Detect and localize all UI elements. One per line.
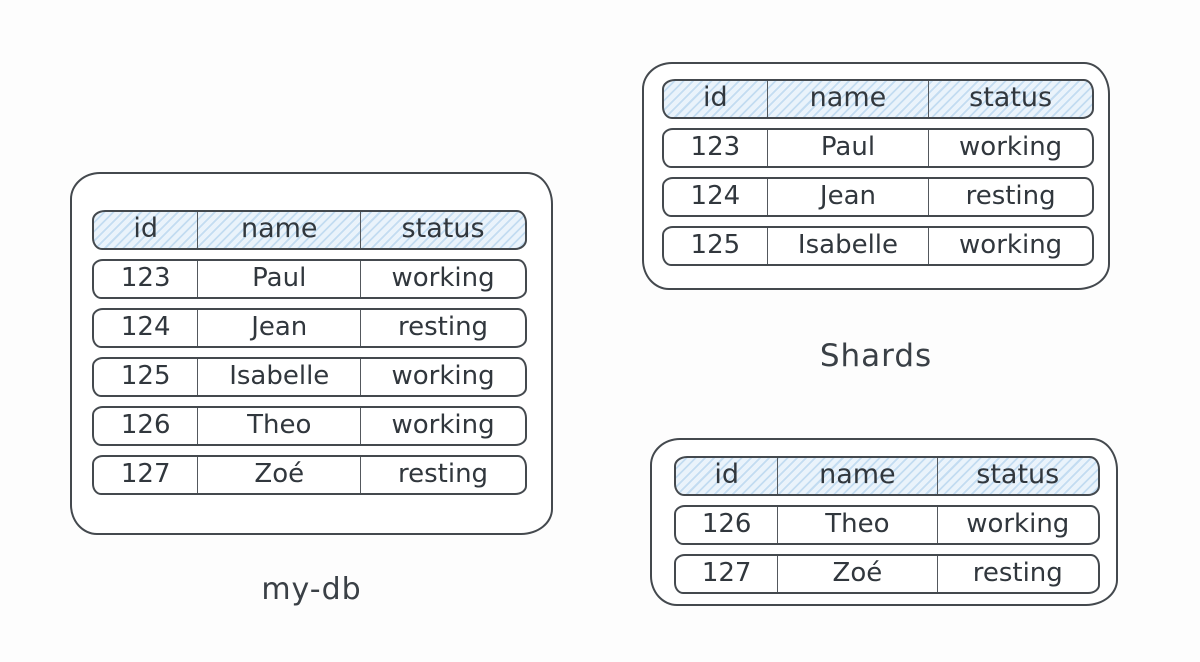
cell-status: working [959, 229, 1063, 260]
table-row: 127 Zoé resting [92, 455, 527, 495]
header-cell-status: status [969, 82, 1053, 113]
shard-table-1: id name status 123 Paul working 124 Jean… [642, 62, 1110, 290]
shards-label: Shards [819, 338, 933, 374]
cell-id: 124 [94, 310, 199, 346]
table-header: id name status [92, 210, 527, 250]
cell-status: working [391, 409, 495, 440]
cell-status: working [391, 360, 495, 391]
cell-id: 127 [676, 556, 779, 592]
cell-status: resting [398, 311, 489, 342]
db-table-my-db: id name status 123 Paul working 124 Jean… [70, 172, 553, 535]
cell-name: Jean [768, 179, 930, 215]
header-cell-status: status [976, 459, 1060, 490]
shard-table-2: id name status 126 Theo working 127 Zoé … [650, 438, 1118, 606]
cell-id: 127 [94, 457, 199, 493]
cell-status: working [966, 508, 1070, 539]
cell-id: 124 [664, 179, 768, 215]
cell-name: Theo [198, 408, 362, 444]
table-header: id name status [662, 79, 1094, 119]
table-row: 124 Jean resting [92, 308, 527, 348]
cell-status: resting [972, 557, 1063, 588]
cell-status: resting [398, 458, 489, 489]
table-row: 126 Theo working [674, 505, 1100, 545]
cell-id: 125 [664, 228, 768, 264]
cell-name: Jean [198, 310, 362, 346]
cell-name: Isabelle [198, 359, 362, 395]
cell-id: 126 [676, 507, 779, 543]
table-label-my-db: my-db [261, 572, 362, 607]
table-row: 123 Paul working [662, 128, 1094, 168]
cell-name: Isabelle [768, 228, 930, 264]
cell-id: 125 [94, 359, 199, 395]
cell-name: Zoé [198, 457, 362, 493]
header-cell-name: name [198, 212, 362, 248]
table-row: 124 Jean resting [662, 177, 1094, 217]
cell-status: working [959, 131, 1063, 162]
table-row: 127 Zoé resting [674, 554, 1100, 594]
header-cell-name: name [768, 81, 930, 117]
header-cell-name: name [778, 458, 938, 494]
header-cell-status: status [401, 213, 485, 244]
cell-name: Paul [768, 130, 930, 166]
table-row: 125 Isabelle working [92, 357, 527, 397]
cell-name: Theo [778, 507, 938, 543]
cell-status: working [391, 262, 495, 293]
table-header: id name status [674, 456, 1100, 496]
table-row: 126 Theo working [92, 406, 527, 446]
header-cell-id: id [676, 458, 779, 494]
table-row: 123 Paul working [92, 259, 527, 299]
header-cell-id: id [664, 81, 768, 117]
cell-id: 123 [94, 261, 199, 297]
cell-id: 126 [94, 408, 199, 444]
cell-name: Paul [198, 261, 362, 297]
header-cell-id: id [94, 212, 199, 248]
cell-id: 123 [664, 130, 768, 166]
cell-status: resting [965, 180, 1056, 211]
table-row: 125 Isabelle working [662, 226, 1094, 266]
cell-name: Zoé [778, 556, 938, 592]
